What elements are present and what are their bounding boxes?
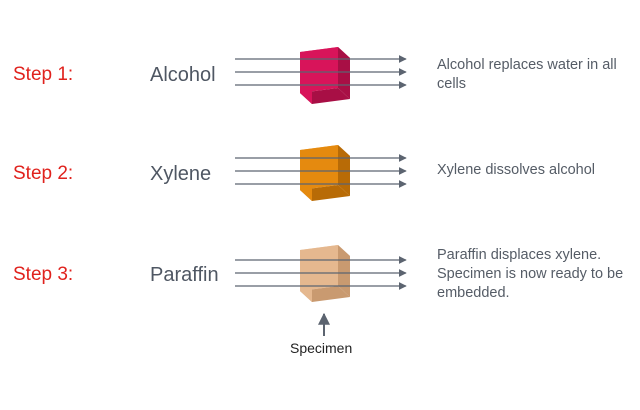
step-2-description: Xylene dissolves alcohol	[437, 162, 595, 178]
step-2-reagent: Xylene	[150, 163, 212, 185]
step-1-description: Alcohol replaces water in all cells	[437, 57, 617, 92]
step-3-description: Paraffin displaces xylene. Specimen is n…	[437, 247, 624, 301]
cube-side	[338, 47, 350, 99]
cube-side	[338, 245, 350, 297]
specimen-label: Specimen	[290, 340, 353, 356]
specimen-cube-step-2	[300, 145, 350, 201]
step-3-reagent: Paraffin	[150, 264, 219, 286]
step-1-label: Step 1:	[13, 64, 74, 85]
cube-left	[300, 250, 312, 302]
cube-front-lower	[300, 185, 350, 201]
flow-arrows-step-1	[235, 55, 407, 89]
cube-left	[300, 52, 312, 104]
cube-front-lower	[300, 88, 350, 104]
cube-front-lower	[300, 286, 350, 302]
flow-arrows-step-3	[235, 256, 407, 290]
cube-left	[300, 150, 312, 201]
step-3-label: Step 3:	[13, 264, 74, 285]
specimen-cube-step-1	[300, 47, 350, 104]
specimen-cube-step-3	[300, 245, 350, 302]
flow-arrows-step-2	[235, 154, 407, 188]
step-1-reagent: Alcohol	[150, 64, 216, 86]
step-2-label: Step 2:	[13, 163, 74, 184]
